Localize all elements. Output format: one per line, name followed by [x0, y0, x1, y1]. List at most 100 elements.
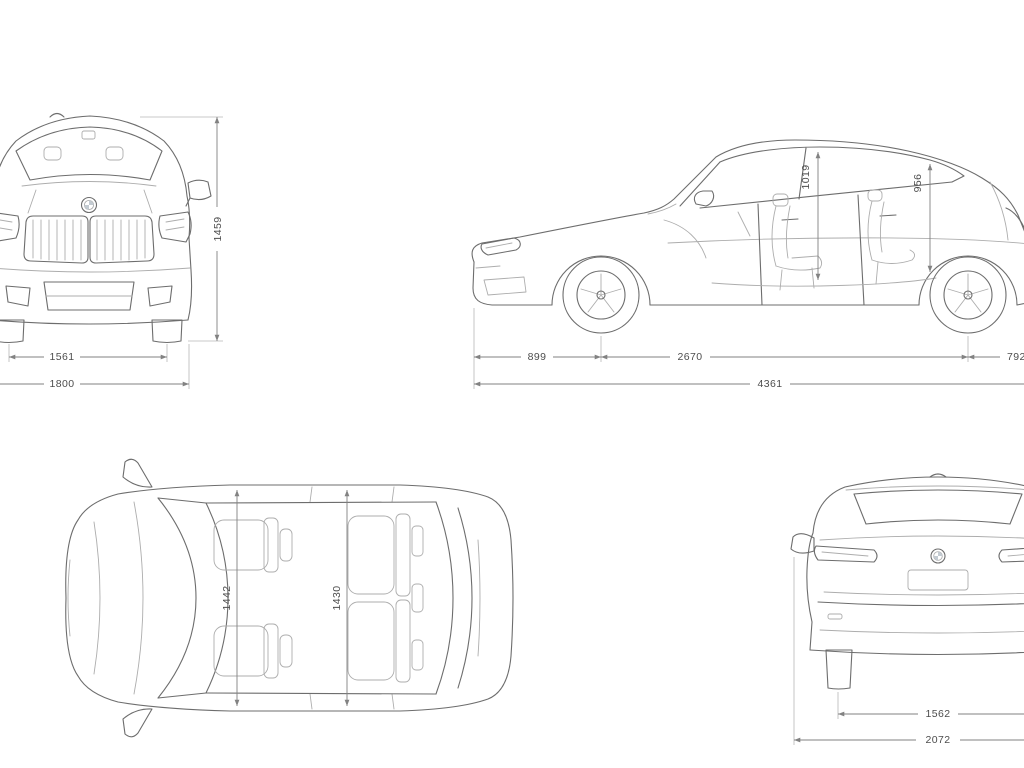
mirror-top	[122, 458, 153, 488]
dim-label-overall-width: 1800	[50, 378, 75, 390]
side-body-outline	[471, 139, 1024, 306]
dim-top-front-interior-width: 1442	[221, 490, 240, 706]
rear-wheel-arch	[918, 255, 1018, 306]
dashboard	[663, 219, 707, 259]
front-seat-headrest	[279, 528, 293, 562]
dim-side-ground: 899 2670 792 4361	[473, 308, 1024, 390]
side-interior	[663, 189, 937, 291]
dim-front-width: 1800	[0, 344, 190, 390]
rear-wheels	[825, 649, 853, 690]
front-wheels	[0, 319, 183, 344]
rear-bumper	[817, 601, 1024, 634]
dim-side-front-interior-height: 1019	[800, 152, 821, 280]
rear-view: 1562 2072	[790, 473, 1024, 746]
top-mirrors	[122, 458, 153, 738]
roof-antenna-fin	[929, 473, 947, 478]
door-handle-front	[781, 218, 799, 221]
front-seat-back	[263, 623, 279, 679]
dim-label-front-interior-height: 1019	[800, 165, 812, 190]
rear-window-edge	[435, 501, 454, 695]
roof-antenna-fin	[49, 112, 65, 118]
rear-rim	[943, 270, 993, 320]
dim-label-width-incl-mirrors: 2072	[926, 734, 951, 746]
dim-side-rear-interior-height: 956	[912, 164, 933, 272]
top-body-outline	[65, 484, 514, 712]
steering-column	[737, 211, 751, 237]
side-wheels	[562, 256, 1007, 334]
rear-tire	[929, 256, 1007, 334]
rear-lamp	[1005, 207, 1024, 229]
mirror-bottom	[122, 708, 153, 738]
dim-label-front-overhang: 899	[528, 351, 547, 363]
front-seat-cushion	[213, 625, 269, 677]
floor-line	[711, 277, 937, 287]
front-seat-headrest	[279, 634, 293, 668]
top-seats	[213, 513, 424, 683]
rear-seat-headrest	[411, 525, 424, 557]
front-body-outline	[0, 112, 193, 325]
dim-label-rear-overhang: 792	[1007, 351, 1024, 363]
top-glasshouse	[157, 497, 473, 699]
rear-seat-cushion	[347, 515, 395, 595]
front-seat-back	[263, 517, 279, 573]
front-wheel-arch	[551, 255, 651, 306]
side-glasshouse	[647, 146, 965, 306]
rear-body-outline	[806, 473, 1024, 656]
front-headlights	[0, 211, 192, 243]
rear-mirror-left	[790, 533, 815, 554]
headrest-right	[105, 146, 124, 161]
side-front-details	[475, 237, 527, 296]
dim-label-front-interior-width: 1442	[221, 586, 233, 611]
rear-lights	[813, 545, 1024, 563]
rear-center-headrest	[411, 583, 424, 613]
dim-label-track-width: 1561	[50, 351, 75, 363]
door-handle-rear	[879, 214, 897, 217]
rear-seat-headrest	[411, 639, 424, 671]
dim-label-overall-length: 4361	[758, 378, 783, 390]
dim-label-rear-interior-height: 956	[912, 174, 924, 193]
rear-seat-cushion	[347, 601, 395, 681]
rear-seat-cushion	[871, 249, 915, 264]
front-lower-fascia	[5, 281, 173, 311]
spoiler-line	[845, 485, 1024, 491]
rear-wheel-left	[825, 649, 853, 690]
dim-label-rear-track-width: 1562	[926, 708, 951, 720]
windshield-base	[157, 497, 197, 699]
front-windshield	[15, 126, 163, 181]
license-plate-recess	[907, 569, 969, 591]
side-mirror	[693, 190, 715, 207]
rear-seat-back	[395, 599, 411, 683]
hatch-edge	[457, 507, 473, 689]
bmw-roundel-rear-icon	[930, 548, 946, 564]
front-tire	[562, 256, 640, 334]
roof-front-edge	[205, 502, 229, 694]
dim-rear-width-mirrors: 2072	[793, 557, 1024, 746]
dim-top-rear-interior-width: 1430	[331, 490, 350, 706]
bmw-roundel-icon	[80, 196, 98, 214]
top-view: 1442 1430	[65, 458, 514, 738]
front-view: 1459 1561 1800	[0, 112, 224, 390]
dim-front-height: 1459	[140, 116, 224, 342]
front-grille	[23, 215, 155, 264]
rear-window	[853, 489, 1023, 525]
rear-seat-headrest	[867, 189, 883, 202]
hatch-seam	[823, 591, 1024, 596]
taillight-right	[998, 547, 1024, 563]
front-seat-headrest	[772, 193, 789, 207]
front-mirror-right	[185, 179, 212, 207]
rear-door-seam	[857, 194, 865, 306]
side-view: 1019 956 899 2670 792 4361	[471, 139, 1024, 390]
dim-label-rear-interior-width: 1430	[331, 586, 343, 611]
dim-label-wheelbase: 2670	[678, 351, 703, 363]
b-pillar	[798, 147, 807, 200]
dim-rear-track: 1562	[837, 692, 1024, 720]
front-door-seam	[757, 203, 763, 306]
headlight	[480, 237, 521, 256]
front-seat-cushion	[775, 255, 823, 271]
front-seat-back	[771, 205, 777, 267]
front-rim	[576, 270, 626, 320]
rear-seat-back	[395, 513, 411, 597]
front-seat-cushion	[213, 519, 269, 571]
rear-seat-back	[867, 200, 873, 261]
